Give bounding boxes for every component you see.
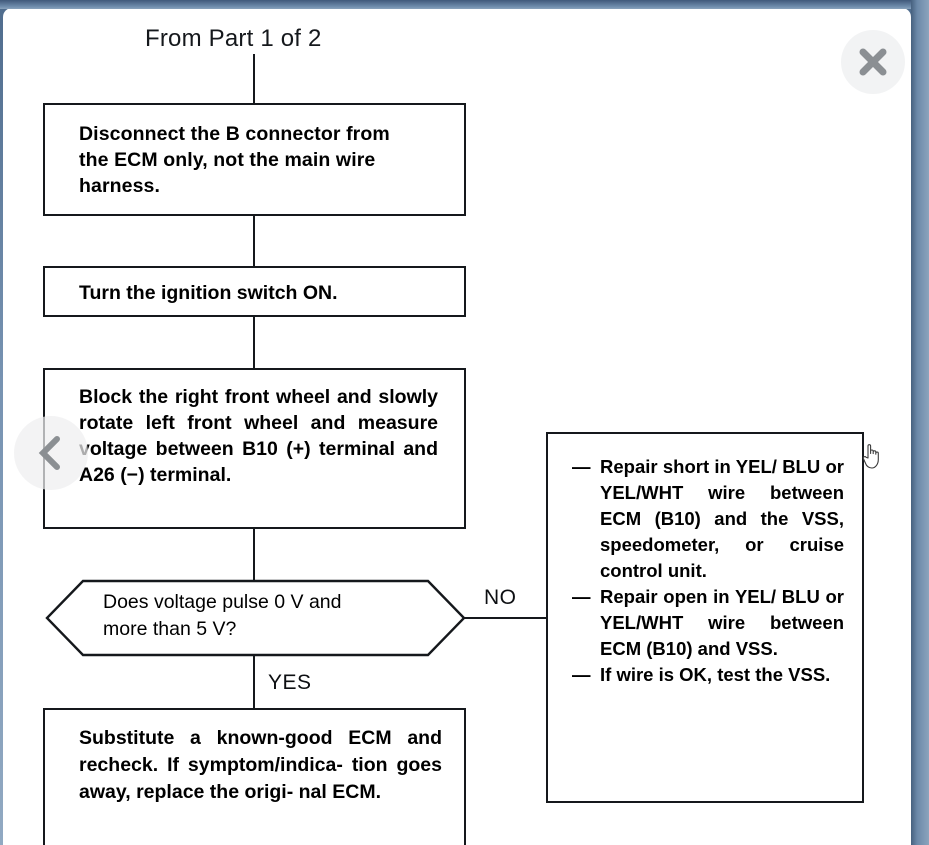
decision-node-text: Does voltage pulse 0 V and more than 5 V…	[103, 591, 342, 640]
step-box-disconnect-text: Disconnect the B connector from the ECM …	[79, 123, 390, 197]
decision-node-voltage-pulse: Does voltage pulse 0 V and more than 5 V…	[45, 579, 466, 657]
repair-1-line-4: (B10) and the VSS,	[654, 508, 844, 529]
step-box-ignition-switch: Turn the ignition switch ON.	[43, 266, 466, 317]
repair-1-line-3: wire between ECM	[600, 482, 844, 529]
chevron-left-icon	[38, 436, 60, 470]
list-bullet-dash: —	[572, 456, 591, 477]
substitute-line-3: tion goes away, replace the origi-	[79, 754, 442, 803]
list-item: — If wire is OK, test the VSS.	[572, 662, 844, 688]
block-line-2: slowly rotate left front wheel and	[79, 386, 438, 434]
flowchart-entry-label: From Part 1 of 2	[145, 25, 322, 52]
step-box-substitute-ecm: Substitute a known-good ECM and recheck.…	[43, 708, 466, 845]
previous-image-button[interactable]	[14, 416, 88, 490]
repair-3-line-2: VSS.	[788, 664, 831, 685]
repair-1-line-2: BLU or YEL/WHT	[600, 456, 844, 503]
repair-1-line-5: speedometer, or	[600, 534, 764, 555]
document-page: From Part 1 of 2 Disconnect the B connec…	[3, 8, 911, 845]
connector-no-branch	[464, 617, 548, 619]
repair-2-line-2: BLU or YEL/WHT	[600, 586, 844, 633]
edge-label-yes: YES	[268, 671, 312, 694]
edge-label-no: NO	[484, 586, 517, 609]
block-line-1: Block the right front wheel and	[79, 386, 372, 408]
block-line-5: terminal.	[150, 464, 232, 486]
connector-disconnect-to-ignition	[253, 216, 255, 266]
step-box-ignition-text: Turn the ignition switch ON.	[79, 282, 338, 304]
repair-instruction-list: — Repair short in YEL/ BLU or YEL/WHT wir…	[548, 434, 862, 688]
close-icon	[859, 48, 887, 76]
connector-ignition-to-block	[253, 317, 255, 368]
decision-hexagon-shape	[45, 579, 466, 657]
step-box-block-text: Block the right front wheel and slowly r…	[45, 370, 464, 527]
list-item: — Repair short in YEL/ BLU or YEL/WHT wir…	[572, 454, 844, 584]
connector-header-to-disconnect	[253, 54, 255, 103]
step-box-substitute-text: Substitute a known-good ECM and recheck.…	[45, 710, 464, 845]
substitute-line-2: and recheck. If symptom/indica-	[79, 727, 442, 776]
list-bullet-dash: —	[572, 664, 591, 685]
list-item: — Repair open in YEL/ BLU or YEL/WHT wire…	[572, 584, 844, 662]
window-top-bevel	[0, 0, 929, 9]
flowchart-diagram: From Part 1 of 2 Disconnect the B connec…	[3, 8, 911, 845]
repair-1-line-1: Repair short in YEL/	[600, 456, 777, 477]
list-bullet-dash: —	[572, 586, 591, 607]
action-box-repair-instructions: — Repair short in YEL/ BLU or YEL/WHT wir…	[546, 432, 864, 803]
connector-yes-branch	[253, 656, 255, 708]
block-line-4: (+) terminal and A26 (−)	[79, 438, 438, 486]
substitute-line-4: nal ECM.	[298, 781, 381, 803]
repair-2-line-1: Repair open in YEL/	[600, 586, 777, 607]
substitute-line-1: Substitute a known-good ECM	[79, 727, 392, 749]
repair-3-line-1: If wire is OK, test the	[600, 664, 783, 685]
window-right-bevel	[911, 0, 929, 845]
repair-2-line-4: (B10) and VSS.	[646, 638, 778, 659]
step-box-disconnect-connector: Disconnect the B connector from the ECM …	[43, 103, 466, 216]
repair-1-line-6: cruise control unit.	[600, 534, 845, 581]
block-line-3: measure voltage between B10	[79, 412, 438, 460]
connector-block-to-decision	[253, 529, 255, 580]
repair-2-line-3: wire between ECM	[600, 612, 844, 659]
step-box-block-wheel-measure: Block the right front wheel and slowly r…	[43, 368, 466, 529]
close-button[interactable]	[841, 30, 905, 94]
